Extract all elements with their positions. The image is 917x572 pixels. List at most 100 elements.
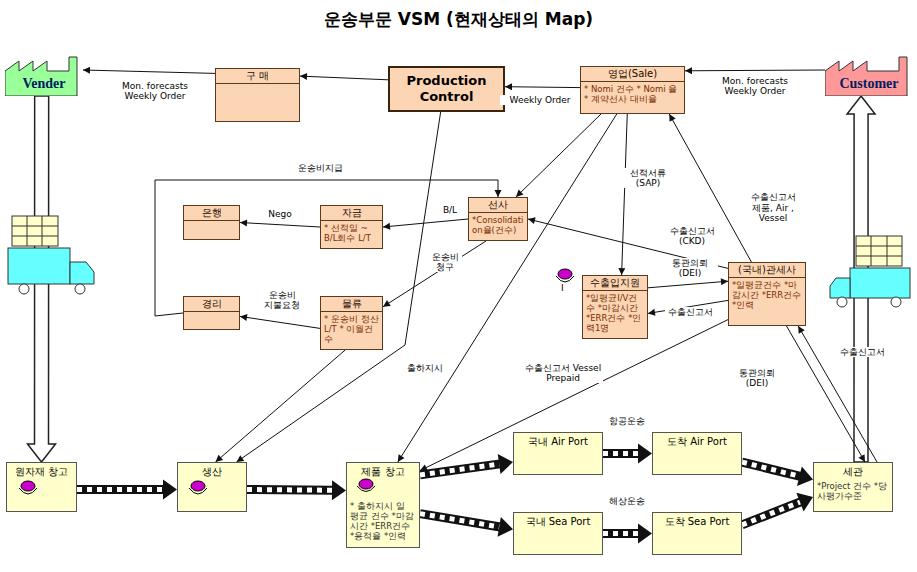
box-metrics: * 운송비 정산L/T * 이월건수	[321, 312, 382, 346]
edge-label: 운송비지급	[290, 163, 350, 173]
process-box: 국내 Air Port	[513, 432, 603, 475]
info-flow-arrow	[528, 217, 728, 268]
edge-label: 운송비 지불요청	[262, 290, 302, 311]
striped-shaft-stripes	[247, 487, 333, 493]
operator-head	[359, 479, 373, 489]
connector-line	[383, 241, 486, 307]
connector-line	[648, 300, 728, 313]
arrow-head	[163, 480, 177, 500]
edge-label: 수출신고서 제품, Air , Vessel	[747, 192, 799, 223]
info-flow-arrow	[516, 114, 601, 197]
truck-body	[8, 248, 70, 284]
striped-shaft	[742, 502, 801, 525]
operator-arc	[357, 486, 375, 492]
connector-line	[516, 114, 601, 197]
info-flow-arrow	[505, 83, 580, 90]
info-box: 수출입지원*일평균I/V건수 *마감시간 *ERR건수 *인력1명	[582, 275, 648, 339]
operator-icon	[556, 269, 574, 282]
connector-line	[622, 114, 628, 275]
striped-shaft	[603, 529, 639, 538]
arrow-head	[669, 114, 675, 122]
edge-label: Mon. forecasts Weekly Order	[118, 81, 193, 102]
info-flow-arrow	[300, 73, 388, 80]
arrow-head	[237, 455, 245, 462]
box-metrics: * 선적일 ~ B/L회수 L/T	[321, 221, 382, 245]
connector-line	[528, 219, 728, 268]
edge-label: 출하지시	[400, 363, 450, 373]
operator-icon	[357, 479, 375, 492]
arrow-head	[721, 278, 728, 285]
box-title: Vender	[5, 76, 83, 92]
wheel	[19, 284, 29, 294]
info-flow-arrow	[618, 114, 627, 275]
wheel	[891, 297, 901, 307]
wheel	[837, 297, 847, 307]
arrow-head	[638, 524, 652, 544]
factory-node: Customer	[825, 56, 913, 96]
arrow-head	[685, 67, 692, 74]
material-flow-arrow	[742, 493, 813, 525]
pallet-grid	[12, 216, 58, 246]
connector-line	[237, 112, 441, 462]
wheel	[75, 284, 85, 294]
info-flow-arrow	[383, 219, 468, 230]
box-title: 자금	[321, 206, 382, 221]
info-flow-arrow	[240, 219, 320, 227]
striped-shaft-stripes	[742, 502, 801, 525]
operator-icon	[189, 481, 207, 494]
info-box: 영업(Sale)* Nomi 건수 * Nomi 율 * 계약선사 대비율	[580, 66, 685, 114]
truck-cab	[70, 262, 94, 284]
connector-line	[240, 316, 320, 328]
striped-shaft-stripes	[420, 464, 500, 475]
material-flow-arrow	[420, 454, 513, 475]
box-title: 선사	[469, 198, 527, 213]
box-title: 제품 창고	[347, 463, 419, 479]
box-metrics: *Consolidation율(건수)	[469, 213, 527, 237]
info-flow-arrow	[216, 350, 346, 462]
truck-body	[850, 268, 910, 298]
arrow-head	[240, 219, 247, 226]
box-title: 도착 Air Port	[653, 433, 741, 449]
connector-line	[240, 223, 320, 228]
arrow-head	[516, 190, 523, 197]
edge-label: 수출신고서	[665, 307, 715, 317]
info-box: 은행	[183, 205, 240, 240]
edge-label: 항공운송	[597, 416, 657, 426]
arrow-head	[383, 300, 391, 307]
info-box: (국내)관세사*일평균건수 *마감시간 *ERR건수 *인력	[728, 262, 806, 326]
operator-head	[21, 481, 35, 491]
truck-cab	[830, 278, 850, 298]
box-title: 수출입지원	[583, 276, 647, 291]
info-flow-arrow	[685, 67, 825, 74]
diagram-title: 운송부문 VSM (현재상태의 Map)	[0, 8, 917, 31]
connector-line	[669, 114, 751, 262]
box-metrics: * Nomi 건수 * Nomi 율 * 계약선사 대비율	[581, 82, 684, 106]
striped-shaft	[742, 462, 800, 476]
arrow-head	[528, 217, 536, 224]
arrow-head	[498, 517, 513, 537]
striped-shaft	[247, 485, 333, 495]
process-box: 세관*Project 건수 *당사평가수준	[813, 462, 893, 512]
truck-left	[8, 216, 94, 294]
operator-arc	[556, 276, 574, 282]
connector-line	[300, 76, 388, 80]
callout-number: I	[561, 283, 564, 293]
process-box: 국내 Sea Port	[513, 512, 603, 555]
striped-shaft	[77, 485, 164, 494]
edge-label: 수출신고서	[837, 347, 887, 357]
info-flow-arrow	[669, 114, 751, 262]
edge-label: 통관의뢰 (DEI)	[735, 368, 780, 389]
striped-shaft	[420, 514, 500, 527]
arrow-head	[83, 67, 90, 74]
striped-shaft	[420, 464, 500, 475]
truck-right	[830, 236, 910, 307]
arrow-head	[638, 444, 652, 464]
factory-node: Vender	[5, 56, 83, 96]
connector-line	[83, 70, 215, 73]
material-flow-arrow	[420, 514, 513, 537]
box-title: 물류	[321, 297, 382, 312]
edge-label: 수출신고서 Vessel Prepaid	[523, 363, 603, 384]
material-flow-arrow	[603, 444, 652, 464]
arrow-head	[648, 309, 655, 316]
